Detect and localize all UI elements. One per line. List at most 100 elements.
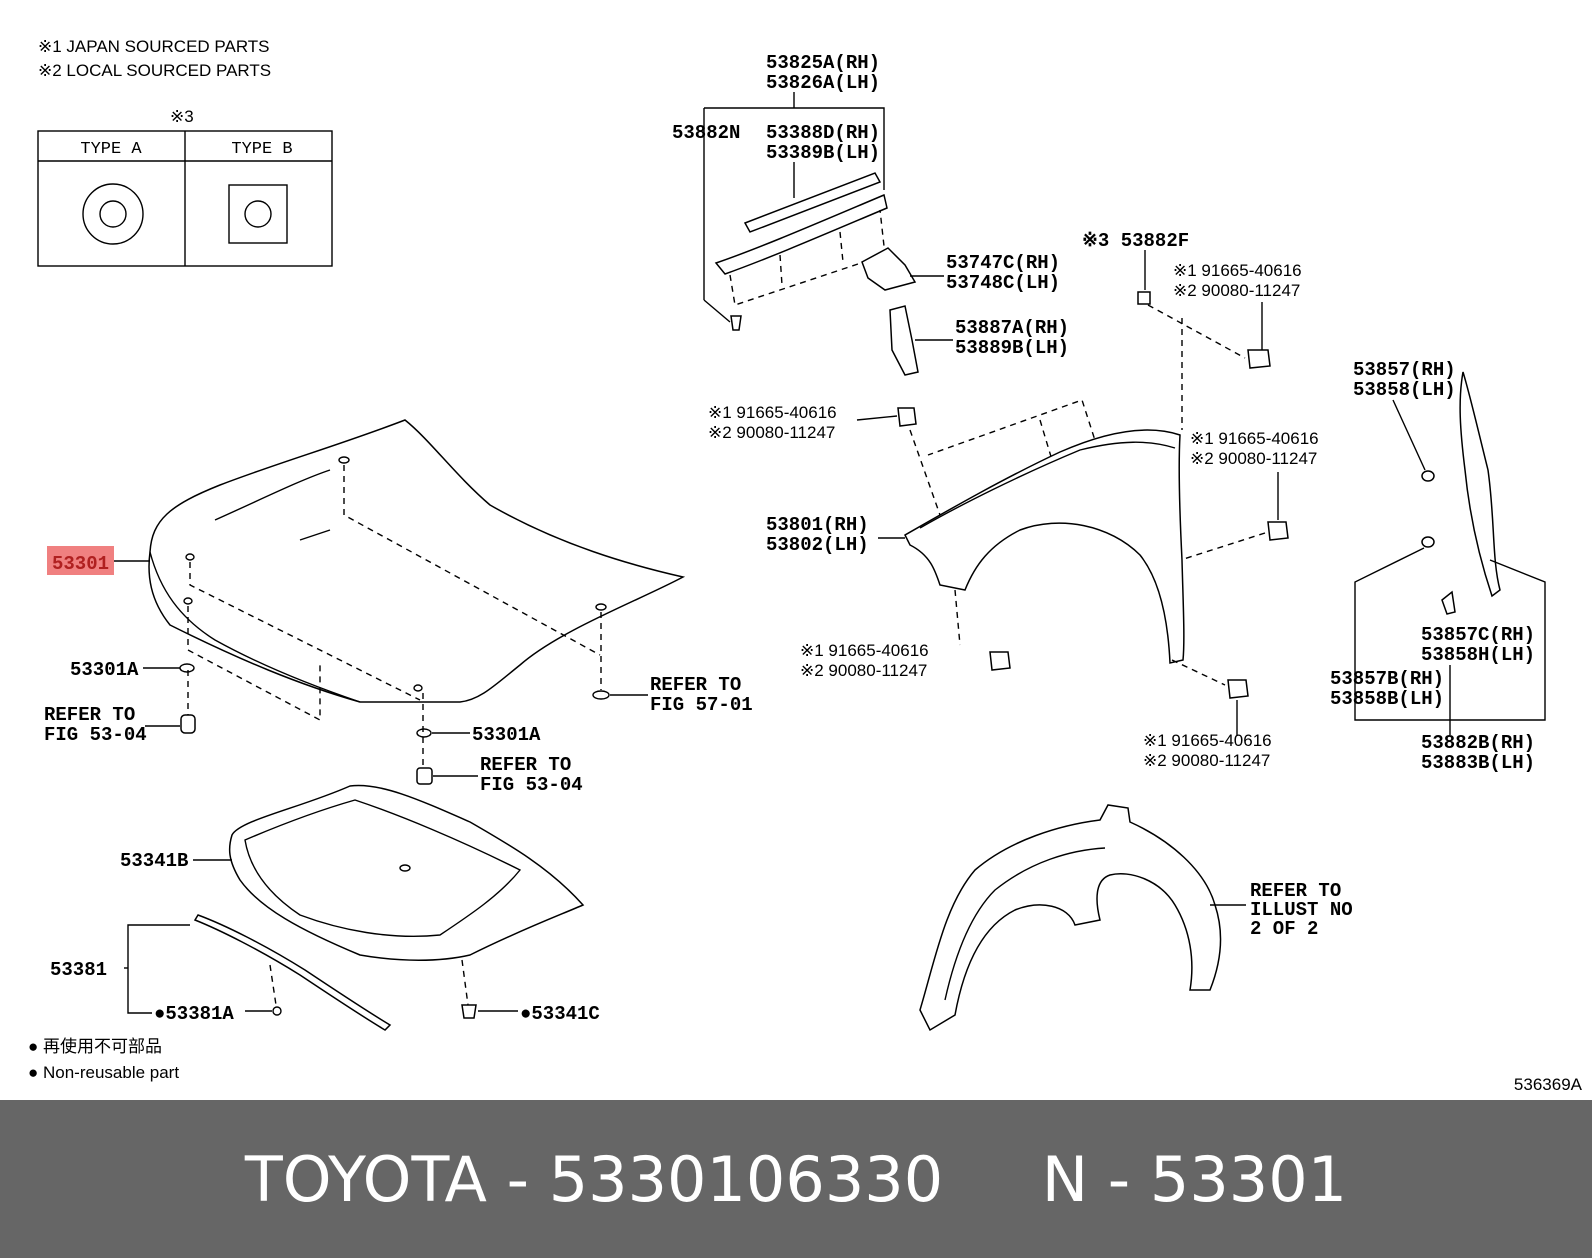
fender-liner-part[interactable] [919, 804, 1222, 1032]
type-a-inner-ring-icon [99, 200, 127, 228]
ref-57-01-line2[interactable]: FIG 57-01 [650, 694, 753, 716]
label-53882b[interactable]: 53882B(RH) [1421, 732, 1535, 754]
bolt-left-local[interactable]: ※2 90080-11247 [708, 423, 835, 442]
ref-illust-line1[interactable]: REFER TO [1250, 880, 1341, 902]
fender-seal-part[interactable] [1459, 371, 1501, 598]
cowl-extension-part[interactable] [714, 193, 888, 275]
bolt-lowright-japan[interactable]: ※1 91665-40616 [1143, 731, 1272, 750]
ref-57-01-line1[interactable]: REFER TO [650, 674, 741, 696]
legend-nonreusable-jp: ● 再使用不可部品 [28, 1036, 162, 1056]
footer-part-number: TOYOTA - 5330106330 N - 53301 [244, 1142, 1348, 1216]
dash-fender-mid [1039, 419, 1056, 471]
bolt-left-japan[interactable]: ※1 91665-40616 [708, 403, 837, 422]
label-53381a[interactable]: ●53381A [154, 1003, 234, 1025]
label-53801[interactable]: 53801(RH) [766, 514, 869, 536]
label-53857[interactable]: 53857(RH) [1353, 359, 1456, 381]
hood-dash-1 [343, 465, 601, 656]
label-53802[interactable]: 53802(LH) [766, 534, 869, 556]
label-53858[interactable]: 53858(LH) [1353, 379, 1456, 401]
label-53747c[interactable]: 53747C(RH) [946, 252, 1060, 274]
hood-dash-2 [189, 562, 421, 701]
label-53388d[interactable]: 53388D(RH) [766, 122, 880, 144]
label-53301a-mid[interactable]: 53301A [472, 724, 541, 746]
label-53858h[interactable]: 53858H(LH) [1421, 644, 1535, 666]
type-table: TYPE A TYPE B [37, 130, 333, 267]
type-a-outer-ring-icon [82, 183, 144, 245]
type-b-square-icon [228, 184, 288, 244]
parts-diagram: ※1 JAPAN SOURCED PARTS ※2 LOCAL SOURCED … [28, 37, 1583, 1094]
seal-53887a-part[interactable] [889, 305, 919, 376]
note-japan-sourced: ※1 JAPAN SOURCED PARTS [38, 37, 270, 56]
note-type-mark: ※3 [170, 107, 194, 126]
label-53748c[interactable]: 53748C(LH) [946, 272, 1060, 294]
label-53301[interactable]: 53301 [52, 553, 109, 575]
label-53857c[interactable]: 53857C(RH) [1421, 624, 1535, 646]
bolt-lowright-local[interactable]: ※2 90080-11247 [1143, 751, 1270, 770]
dash-53341c [461, 959, 469, 1006]
label-53883b[interactable]: 53883B(LH) [1421, 752, 1535, 774]
clip-53381a [272, 1006, 282, 1016]
hood-hole-2 [185, 553, 195, 561]
bolt-right-icon [1267, 521, 1289, 541]
label-53381[interactable]: 53381 [50, 959, 107, 981]
bolt-top-japan[interactable]: ※1 91665-40616 [1173, 261, 1302, 280]
hood-seal-part[interactable] [193, 914, 392, 1031]
label-53301a-left[interactable]: 53301A [70, 659, 139, 681]
hood-hole-5 [413, 684, 423, 692]
ref-illust-line3[interactable]: 2 OF 2 [1250, 918, 1318, 940]
label-53887a[interactable]: 53887A(RH) [955, 317, 1069, 339]
liner-inner-contour [944, 847, 1106, 1001]
nut-53882f [1137, 291, 1151, 305]
ref-53-04-mid-line1[interactable]: REFER TO [480, 754, 571, 776]
bolt-right-japan[interactable]: ※1 91665-40616 [1190, 429, 1319, 448]
hood-crease-1 [214, 469, 331, 521]
ref-53-04-left-line2[interactable]: FIG 53-04 [44, 724, 147, 746]
type-a-header: TYPE A [80, 140, 142, 159]
clip-53341c [461, 1004, 477, 1019]
hood-cushion-left [179, 663, 195, 673]
label-53389b[interactable]: 53389B(LH) [766, 142, 880, 164]
label-53858b[interactable]: 53858B(LH) [1330, 688, 1444, 710]
hood-part[interactable] [148, 419, 686, 703]
hood-stopper-left [180, 714, 196, 734]
hood-highlight-box [47, 546, 114, 575]
hood-hole-4 [595, 603, 607, 611]
fender-part[interactable] [904, 429, 1185, 664]
dash-cowl [729, 209, 886, 306]
hood-insulator-part[interactable] [228, 784, 585, 961]
label-53825a[interactable]: 53825A(RH) [766, 52, 880, 74]
leader-53882n-tip [703, 299, 731, 323]
hood-stopper-mid [416, 767, 433, 785]
label-53341b[interactable]: 53341B [120, 850, 188, 872]
ref-53-04-left-line1[interactable]: REFER TO [44, 704, 135, 726]
label-53882f[interactable]: ※3 53882F [1082, 230, 1189, 252]
ref-illust-line2[interactable]: ILLUST NO [1250, 899, 1353, 921]
label-53857b[interactable]: 53857B(RH) [1330, 668, 1444, 690]
ref-53-04-mid-line2[interactable]: FIG 53-04 [480, 774, 583, 796]
dash-53381a [269, 964, 277, 1006]
dash-53882f [1147, 304, 1246, 359]
hood-latch-hole [592, 690, 610, 700]
cowl-seal-part[interactable] [743, 172, 882, 233]
parts-diagram-svg: ※1 JAPAN SOURCED PARTS ※2 LOCAL SOURCED … [28, 37, 1583, 1094]
clip-53882n [730, 315, 742, 331]
bolt-left-icon [897, 407, 917, 427]
insulator-hole [399, 864, 411, 872]
type-b-ring-icon [244, 200, 272, 228]
bolt-right-local[interactable]: ※2 90080-11247 [1190, 449, 1317, 468]
footer-bar: TOYOTA - 5330106330 N - 53301 [0, 1100, 1592, 1258]
bolt-lowleft-local[interactable]: ※2 90080-11247 [800, 661, 927, 680]
hood-hole-3 [183, 597, 193, 605]
bolt-top-local[interactable]: ※2 90080-11247 [1173, 281, 1300, 300]
bracket-53381 [127, 924, 190, 1014]
label-53341c[interactable]: ●53341C [520, 1003, 600, 1025]
label-53882n[interactable]: 53882N [672, 122, 740, 144]
fender-character-line [919, 441, 1176, 529]
label-53889b[interactable]: 53889B(LH) [955, 337, 1069, 359]
insulator-inner-outline [244, 799, 522, 937]
label-53826a[interactable]: 53826A(LH) [766, 72, 880, 94]
dash-bolt-lowright [1171, 659, 1226, 686]
bolt-lowleft-japan[interactable]: ※1 91665-40616 [800, 641, 929, 660]
seal-53747c-part[interactable] [861, 247, 917, 291]
